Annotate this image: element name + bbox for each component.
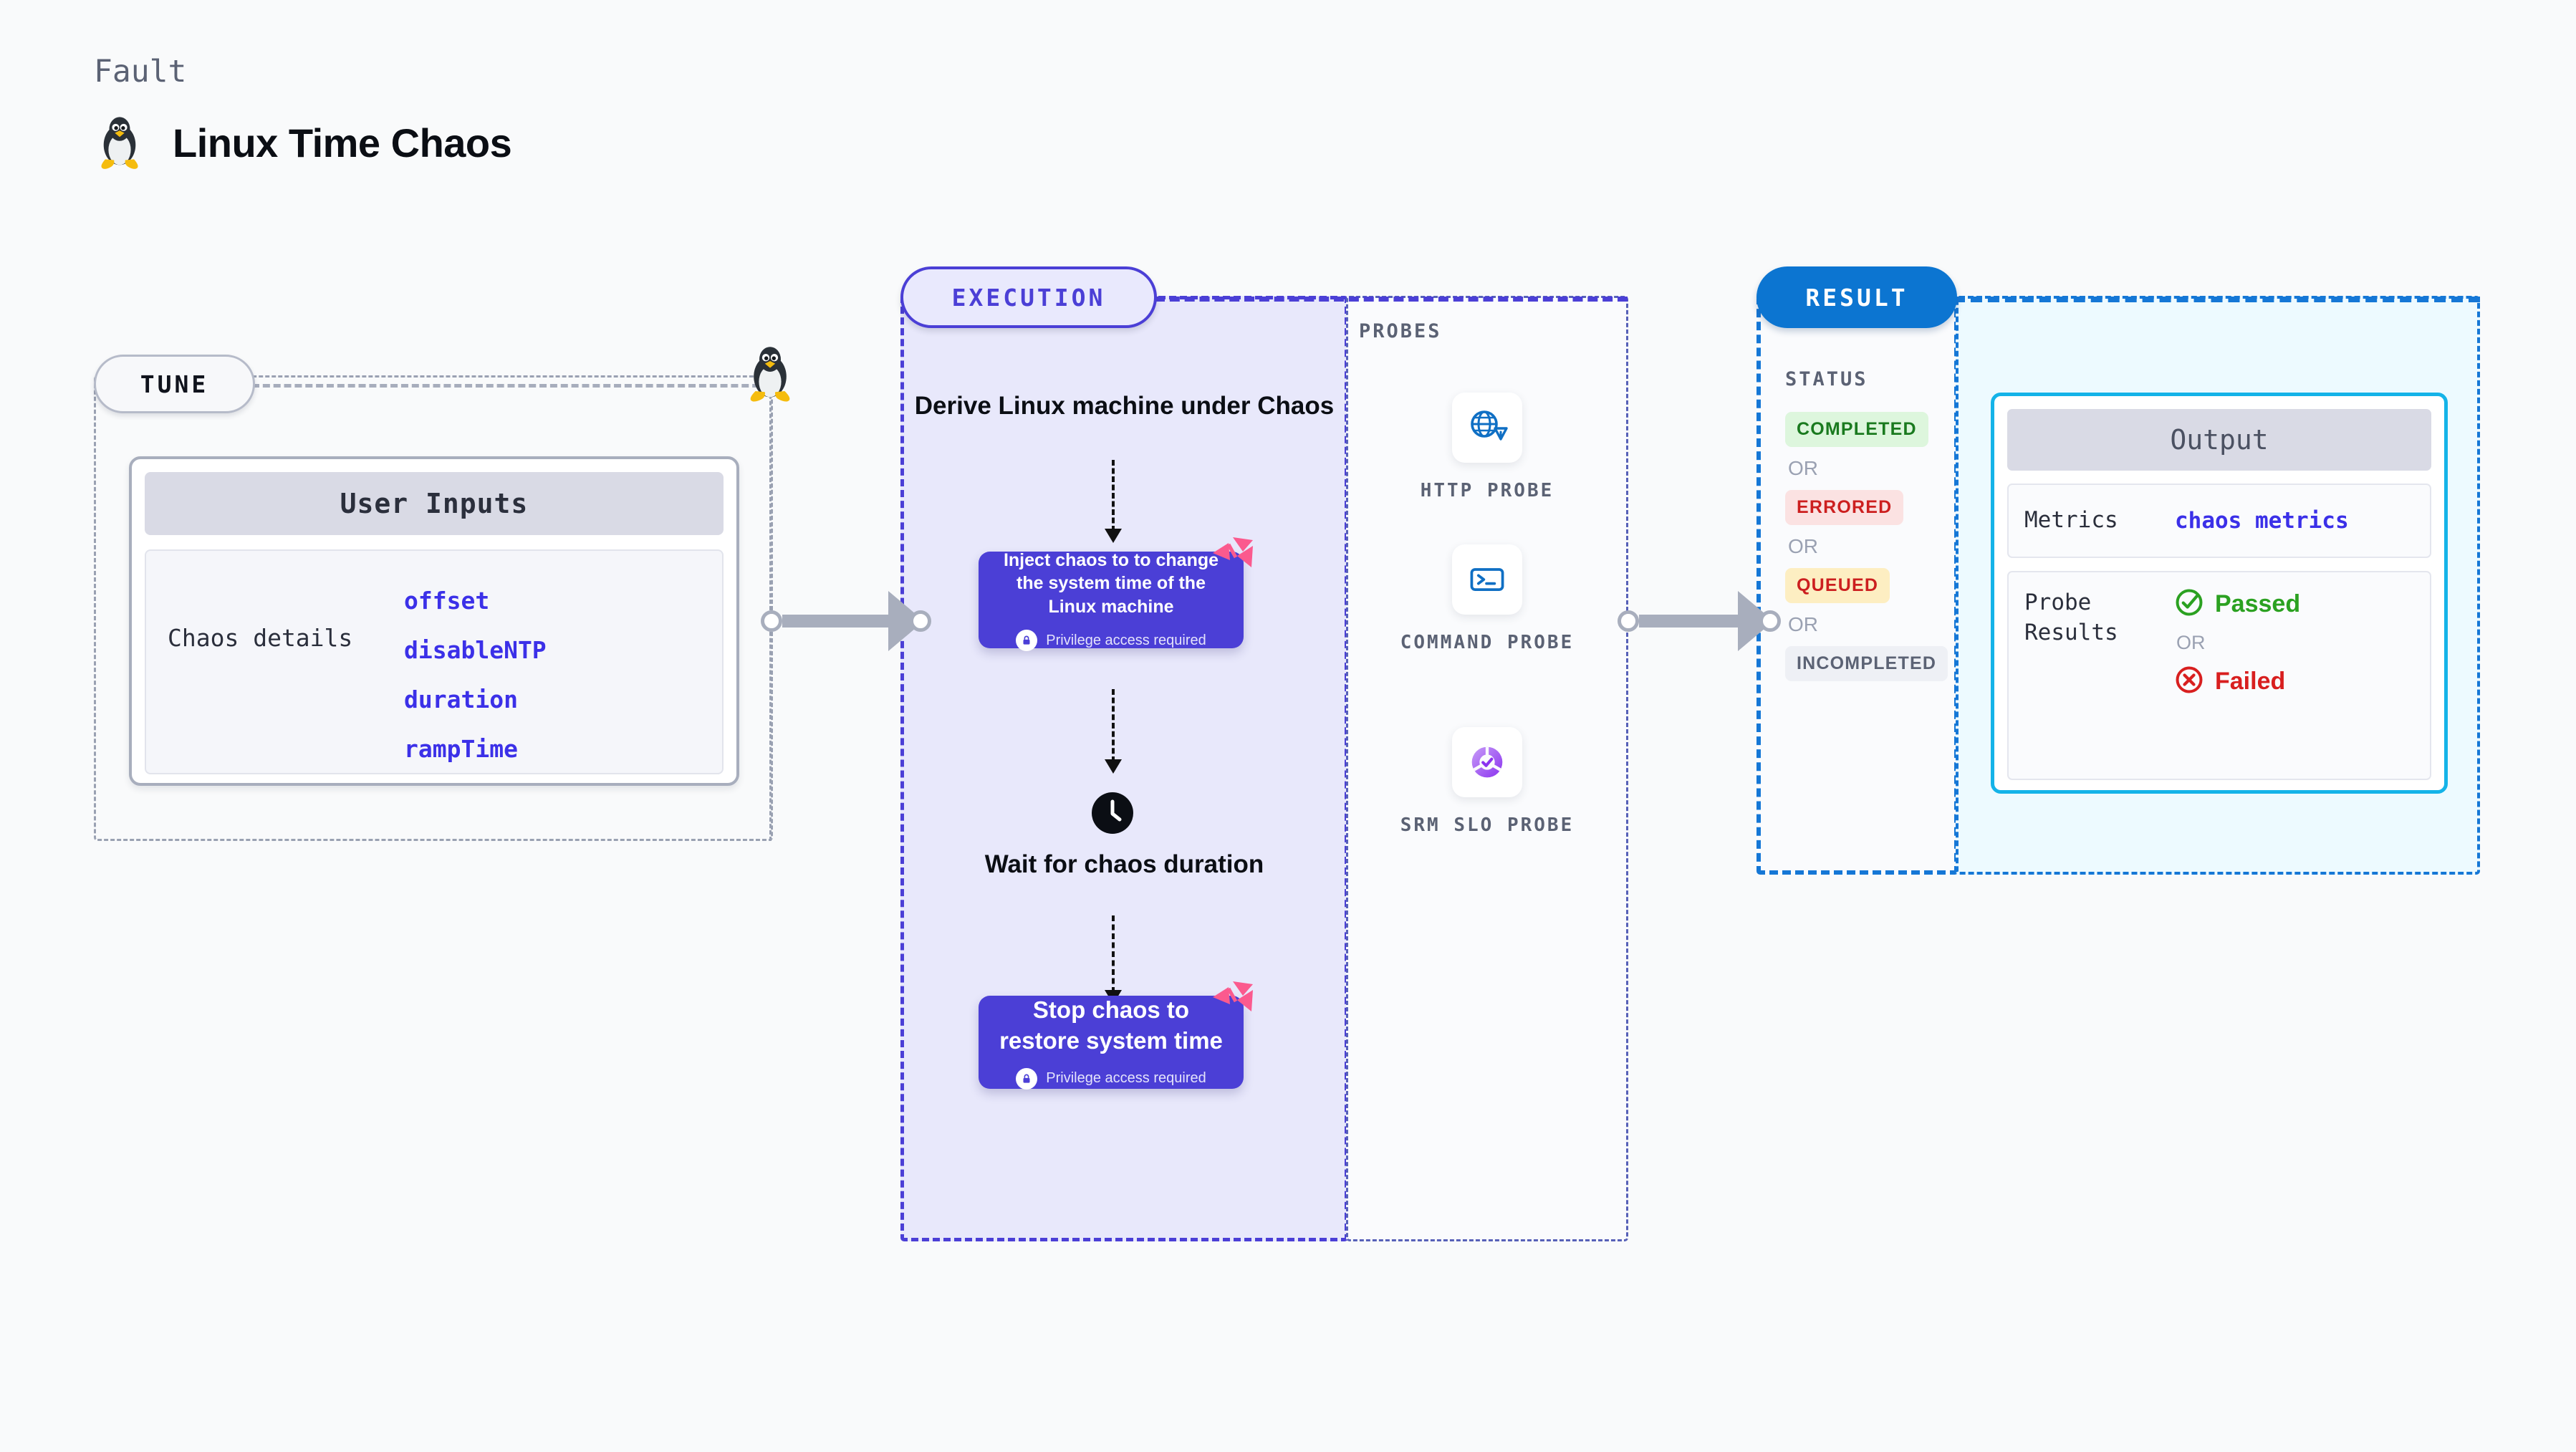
result-connector-line [1953, 297, 2480, 302]
probe-item-command[interactable]: COMMAND PROBE [1346, 544, 1628, 655]
connector-knob-right [1759, 610, 1781, 632]
connector-knob-left [761, 610, 782, 632]
passed-label: Passed [2215, 590, 2301, 617]
probes-section-label: PROBES [1359, 320, 1442, 342]
check-circle-icon [2175, 588, 2203, 620]
srm-slo-icon [1452, 727, 1522, 797]
status-or-label: OR [1788, 457, 1818, 479]
status-badge: QUEUED [1785, 568, 1890, 603]
execution-pill[interactable]: EXECUTION [900, 266, 1157, 328]
probe-item-srm-slo[interactable]: SRM SLO PROBE [1346, 727, 1628, 838]
probe-results-label: Probe Results [2024, 590, 2118, 645]
action-label: Stop chaos to restore system time [999, 996, 1223, 1054]
metrics-value[interactable]: chaos metrics [2175, 508, 2349, 534]
connector-knob-right [910, 610, 931, 632]
probe-label: COMMAND PROBE [1400, 632, 1575, 653]
execution-step-title-derive: Derive Linux machine under Chaos [914, 392, 1335, 420]
flow-arrow-down-icon [1105, 689, 1122, 774]
privilege-note: Privilege access required [1016, 1067, 1206, 1090]
x-circle-icon [2175, 665, 2203, 698]
probe-result-or-label: OR [2176, 632, 2206, 653]
tune-region-divider [769, 375, 772, 841]
metrics-label: Metrics [2024, 507, 2118, 534]
chaos-details-values: offset disableNTP duration rampTime [404, 571, 547, 773]
globe-warning-icon [1452, 393, 1522, 463]
page-title-row: Linux Time Chaos [94, 115, 512, 170]
probe-result-failed: Failed [2175, 665, 2300, 698]
input-param-ramptime[interactable]: rampTime [404, 735, 518, 763]
tune-region [94, 375, 773, 841]
status-or-label: OR [1788, 535, 1818, 557]
user-inputs-card: User Inputs Chaos details offset disable… [129, 456, 739, 786]
probe-label: HTTP PROBE [1420, 480, 1554, 501]
user-inputs-body: Chaos details offset disableNTP duration… [145, 549, 724, 774]
execution-step-title-wait: Wait for chaos duration [984, 850, 1264, 878]
terminal-icon [1452, 544, 1522, 615]
page-kicker: Fault [94, 54, 187, 90]
execution-to-result-arrow [1618, 591, 1781, 651]
output-card-header: Output [2007, 409, 2431, 471]
linux-penguin-icon [742, 344, 798, 404]
status-badge: ERRORED [1785, 490, 1904, 525]
flow-arrow-down-icon [1105, 460, 1122, 543]
status-badge: COMPLETED [1785, 412, 1928, 447]
connector-shaft [1639, 615, 1739, 628]
user-inputs-header: User Inputs [145, 472, 724, 535]
output-metrics-row: Metrics chaos metrics [2007, 484, 2431, 558]
harness-logo-icon [1211, 980, 1256, 1021]
execution-region [900, 296, 1348, 1241]
execution-action-inject-chaos[interactable]: Inject chaos to to change the system tim… [979, 549, 1244, 652]
execution-action-stop-chaos[interactable]: Stop chaos to restore system time Privil… [979, 996, 1244, 1090]
tune-to-execution-arrow [761, 591, 931, 651]
probe-result-passed: Passed [2175, 588, 2300, 620]
chaos-details-label: Chaos details [168, 624, 353, 652]
connector-knob-left [1618, 610, 1639, 632]
page-title: Linux Time Chaos [173, 120, 512, 165]
lock-icon [1016, 630, 1038, 652]
status-section-label: STATUS [1785, 368, 1868, 390]
tune-pill[interactable]: TUNE [94, 355, 255, 413]
failed-label: Failed [2215, 668, 2286, 695]
input-param-offset[interactable]: offset [404, 587, 490, 615]
privilege-note: Privilege access required [1016, 630, 1206, 652]
status-badge-list: COMPLETED OR ERRORED OR QUEUED OR INCOMP… [1785, 412, 1950, 681]
flow-arrow-down-icon [1105, 915, 1122, 1004]
status-or-label: OR [1788, 613, 1818, 635]
connector-shaft [782, 615, 890, 628]
harness-logo-icon [1211, 536, 1256, 577]
probe-label: SRM SLO PROBE [1400, 814, 1575, 836]
privilege-note-label: Privilege access required [1046, 632, 1206, 648]
status-badge: INCOMPLETED [1785, 646, 1948, 681]
probe-item-http[interactable]: HTTP PROBE [1346, 393, 1628, 504]
tune-connector-line [252, 384, 770, 388]
input-param-disablentp[interactable]: disableNTP [404, 636, 547, 664]
linux-penguin-icon [94, 115, 145, 170]
lock-icon [1016, 1067, 1038, 1090]
result-pill[interactable]: RESULT [1756, 266, 1957, 328]
execution-connector-line [1155, 297, 1628, 302]
input-param-duration[interactable]: duration [404, 686, 518, 713]
probe-results-values: Passed OR Failed [2175, 588, 2300, 763]
output-probe-results-row: Probe Results Passed OR [2007, 571, 2431, 780]
privilege-note-label: Privilege access required [1046, 1070, 1206, 1087]
clock-icon [1092, 792, 1133, 834]
output-card: Output Metrics chaos metrics Probe Resul… [1991, 393, 2448, 794]
action-label: Inject chaos to to change the system tim… [1003, 549, 1219, 617]
